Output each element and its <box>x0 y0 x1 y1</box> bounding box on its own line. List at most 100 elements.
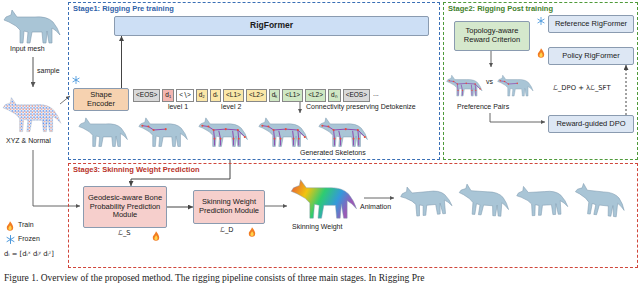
animated-wolf <box>516 184 568 216</box>
pairs-arrow <box>490 113 545 122</box>
reward-box: Topology-aware Reward Criterion <box>454 21 530 51</box>
node-text: d₂ <box>199 92 205 99</box>
token-box: <EOS> <box>133 89 160 102</box>
text-label: Generated Skeletons <box>300 149 366 157</box>
flow-arrow <box>167 207 193 208</box>
text-label: level 1 <box>168 103 188 111</box>
node-text: <L2> <box>308 92 323 99</box>
node-text: dₖ <box>272 92 278 99</box>
model-box: Reference RigFormer <box>548 15 634 33</box>
text-label: Animation <box>360 203 391 211</box>
node-text: Reference RigFormer <box>555 20 627 29</box>
text-label: Preference Pairs <box>457 103 509 111</box>
token-box: <L1> <box>282 89 303 102</box>
node-text: <L2> <box>249 92 264 99</box>
stage-panel: Stage3: Skinning Weight PredictionGeodes… <box>68 163 638 268</box>
detokenize-arrow <box>300 102 301 113</box>
encoder-box: Shape Encoder <box>73 88 129 111</box>
text-label: XYZ & Normal <box>6 137 51 145</box>
animated-wolf <box>458 184 510 217</box>
skeleton <box>261 125 306 146</box>
skeleton <box>321 125 366 146</box>
text-label: ℒ_D <box>220 227 234 235</box>
node-text: Shape Encoder <box>77 91 125 108</box>
token-box: dᵣ <box>210 89 221 102</box>
text-label: Input mesh <box>10 45 45 53</box>
node-text: Topology-aware Reward Criterion <box>458 27 526 44</box>
text-label: Connectivity preserving Detokenize <box>306 103 416 111</box>
sample-arrow <box>33 57 34 87</box>
node-text: RigFormer <box>250 21 293 31</box>
reward-arrow <box>491 51 492 67</box>
model-box: Policy RigFormer <box>548 47 634 65</box>
node-text: Geodesic-aware Bone Probability Predicti… <box>87 194 163 220</box>
animated-wolf <box>400 183 453 217</box>
frozen-icon <box>73 76 79 83</box>
node-text: <∖> <box>179 92 191 99</box>
token-box: dₙ <box>328 89 341 102</box>
text-label: vs <box>486 78 493 86</box>
train-icon <box>538 48 544 58</box>
model-bar: RigFormer <box>114 16 429 36</box>
token-box: d₁ <box>162 89 174 102</box>
skeleton <box>201 125 246 146</box>
node-text: <L1> <box>226 92 241 99</box>
pair-wolf <box>447 75 482 96</box>
text-label: ... <box>373 90 379 98</box>
node-text: Stage3: Skinning Weight Prediction <box>73 165 200 174</box>
skeleton-wolf <box>259 118 308 147</box>
token-box: <∖> <box>176 89 194 102</box>
weight-arrow <box>265 206 287 207</box>
legend-text: Frozen <box>18 235 40 242</box>
skeleton-wolf <box>139 118 188 147</box>
figure-caption: Figure 1. Overview of the proposed metho… <box>4 273 424 284</box>
animated-wolf <box>573 183 626 218</box>
module-box: Skinning Weight Prediction Module <box>193 190 265 224</box>
skeleton <box>499 80 518 85</box>
node-text: <L1> <box>285 92 300 99</box>
token-box: <L2> <box>246 89 267 102</box>
node-text: dₙ <box>331 92 338 99</box>
frozen-icon <box>7 235 14 243</box>
flow-arrow <box>626 65 627 115</box>
text-label: Skinning Weight <box>292 223 342 231</box>
animation-arrow <box>364 198 394 199</box>
legend-item: Frozen <box>18 235 40 242</box>
text-label: ℒ_DPO + λℒ_SFT <box>553 85 611 93</box>
skeleton-wolf <box>319 118 368 147</box>
node-text: d₁ <box>165 92 171 99</box>
node-text: Reward-guided DPO <box>556 120 625 129</box>
frozen-icon <box>538 17 544 24</box>
pair-wolf <box>498 75 533 96</box>
stage-panel: Stage2: Rigging Post trainingTopology-aw… <box>443 2 638 160</box>
node-text: Policy RigFormer <box>562 52 620 61</box>
process-box: Reward-guided DPO <box>548 115 634 133</box>
text-label: level 2 <box>221 103 241 111</box>
node-text: <EOS> <box>136 92 157 99</box>
node-text: <EOS> <box>346 92 367 99</box>
token-box: <EOS> <box>343 89 370 102</box>
skeleton-wolf <box>79 118 128 147</box>
text-label: dᵢ = [dᵢˣ dᵢʸ dᵢᶻ] <box>4 251 54 259</box>
text-label: sample <box>37 67 60 75</box>
legend-item: Train <box>18 221 34 228</box>
input-mesh <box>4 10 60 43</box>
skeleton-wolf <box>199 118 248 147</box>
skeleton <box>448 80 481 95</box>
point-cloud <box>3 98 61 132</box>
train-icon <box>249 227 255 237</box>
skeleton <box>141 125 166 131</box>
token-box: dₖ <box>269 89 281 102</box>
token-box: <L1> <box>223 89 244 102</box>
train-icon <box>7 221 13 231</box>
input-arrow <box>33 150 80 206</box>
train-icon <box>153 231 159 241</box>
skinned-wolf <box>291 180 356 219</box>
node-text: Stage2: Rigging Post training <box>448 4 553 13</box>
flow-arrow <box>121 36 122 88</box>
token-box: <L2> <box>305 89 326 102</box>
node-text: Skinning Weight Prediction Module <box>197 198 261 215</box>
